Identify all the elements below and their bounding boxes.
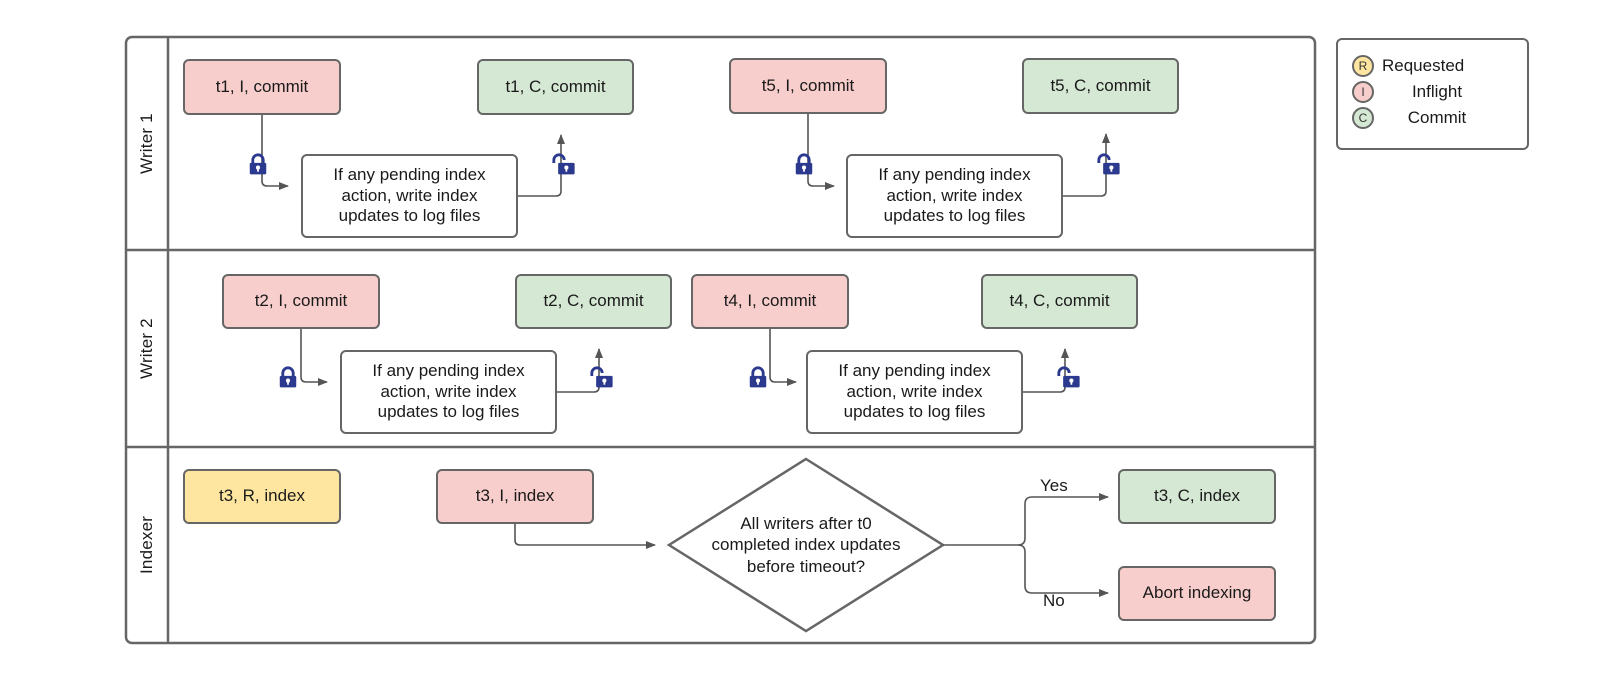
- legend-label-inflight: Inflight: [1411, 82, 1463, 101]
- node-label: If any pending index action, write index…: [333, 164, 486, 226]
- edge-label-yes: Yes: [1040, 476, 1068, 495]
- decision-label: All writers after t0 completed index upd…: [711, 514, 901, 576]
- node-w2-t4-commit[interactable]: t4, C, commit: [981, 274, 1138, 329]
- connector-w1-t5-to-proc: [807, 114, 835, 190]
- node-w2-t4-inflight[interactable]: t4, I, commit: [691, 274, 849, 329]
- connector-w1-proc-to-t5commit: [1063, 133, 1110, 197]
- node-w1-t1-commit[interactable]: t1, C, commit: [477, 59, 634, 115]
- lock-closed-icon: [249, 153, 267, 175]
- node-label: t3, R, index: [219, 486, 305, 506]
- node-w2-process-right[interactable]: If any pending index action, write index…: [806, 350, 1023, 434]
- node-w1-t1-inflight[interactable]: t1, I, commit: [183, 59, 341, 115]
- lane-label-writer-1: Writer 1: [137, 113, 156, 174]
- node-label: t5, C, commit: [1050, 75, 1151, 95]
- legend-item-inflight: I Inflight: [1352, 79, 1527, 105]
- legend-item-requested: R Requested: [1352, 53, 1527, 79]
- decision-diamond: [666, 457, 946, 633]
- lock-closed-icon: [795, 153, 813, 175]
- node-label: If any pending index action, write index…: [838, 360, 991, 422]
- badge-commit-icon: C: [1352, 107, 1374, 129]
- badge-inflight-icon: I: [1352, 81, 1374, 103]
- node-label: If any pending index action, write index…: [878, 164, 1031, 226]
- node-label: t3, C, index: [1154, 486, 1240, 506]
- lock-closed-icon: [279, 366, 297, 388]
- lock-open-icon: [552, 153, 575, 175]
- node-label: If any pending index action, write index…: [372, 360, 525, 422]
- node-abort-indexing[interactable]: Abort indexing: [1118, 566, 1276, 621]
- legend-item-commit: C Commit: [1352, 105, 1527, 131]
- node-label: t5, I, commit: [761, 75, 855, 95]
- node-label: t1, C, commit: [505, 76, 606, 96]
- lock-open-icon: [590, 366, 613, 388]
- lock-open-icon: [1057, 366, 1080, 388]
- connector-w2-t4-to-proc: [769, 329, 797, 386]
- node-t3-commit[interactable]: t3, C, index: [1118, 469, 1276, 524]
- lock-closed-icon: [749, 366, 767, 388]
- connector-no-branch: [1017, 544, 1109, 597]
- node-w1-process-right[interactable]: If any pending index action, write index…: [846, 154, 1063, 238]
- connector-w1-proc-to-commit: [518, 134, 565, 197]
- node-label: Abort indexing: [1142, 583, 1252, 603]
- node-t3-inflight[interactable]: t3, I, index: [436, 469, 594, 524]
- node-label: t3, I, index: [475, 486, 555, 506]
- node-t3-requested[interactable]: t3, R, index: [183, 469, 341, 524]
- node-label: t4, I, commit: [723, 291, 817, 311]
- node-label: t2, I, commit: [254, 291, 348, 311]
- lock-open-icon: [1097, 153, 1120, 175]
- node-label: t2, C, commit: [543, 291, 644, 311]
- node-w2-t2-commit[interactable]: t2, C, commit: [515, 274, 672, 329]
- legend-label-commit: Commit: [1407, 108, 1467, 127]
- node-label: t1, I, commit: [215, 76, 309, 96]
- connector-w2-t2-to-proc: [300, 329, 328, 386]
- lane-label-writer-2: Writer 2: [137, 318, 156, 379]
- pool-frame: [124, 35, 1317, 645]
- node-w1-t5-inflight[interactable]: t5, I, commit: [729, 58, 887, 114]
- badge-requested-icon: R: [1352, 55, 1374, 77]
- node-w2-t2-inflight[interactable]: t2, I, commit: [222, 274, 380, 329]
- connector-yes-branch: [1017, 493, 1109, 546]
- connector-t3inflight-to-decision: [514, 524, 656, 549]
- legend-label-requested: Requested: [1382, 56, 1465, 75]
- node-w1-process-left[interactable]: If any pending index action, write index…: [301, 154, 518, 238]
- node-label: t4, C, commit: [1009, 291, 1110, 311]
- node-w1-t5-commit[interactable]: t5, C, commit: [1022, 58, 1179, 114]
- connector-w1-t1-to-proc: [261, 115, 289, 190]
- edge-label-no: No: [1043, 591, 1065, 610]
- node-w2-process-left[interactable]: If any pending index action, write index…: [340, 350, 557, 434]
- lane-label-indexer: Indexer: [137, 515, 156, 575]
- legend-panel: R Requested I Inflight C Commit: [1336, 38, 1529, 150]
